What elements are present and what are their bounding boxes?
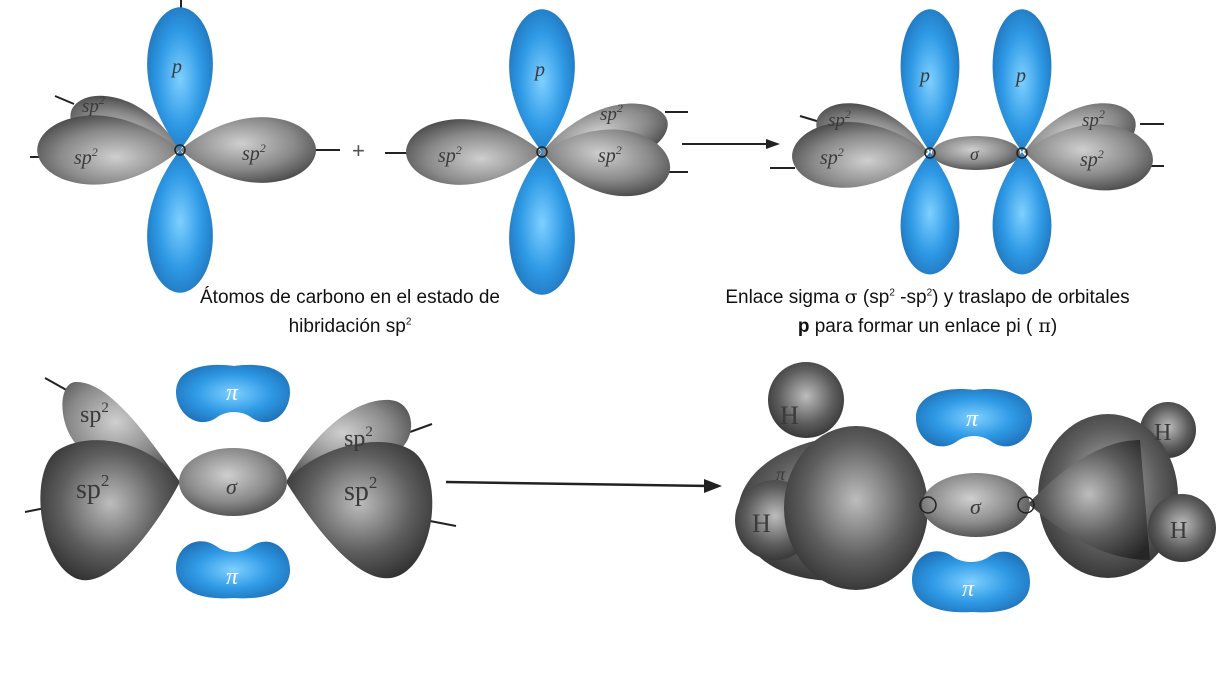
p-label: p xyxy=(533,59,545,81)
pi-orbital-bottom xyxy=(176,541,290,599)
sp2-label: sp2 xyxy=(598,143,622,167)
sp2-label: sp2 xyxy=(828,107,851,131)
sp2-label: sp2 xyxy=(82,93,105,117)
caption-line: Átomos de carbono en el estado de xyxy=(200,287,500,308)
hydrogen-label: H xyxy=(1170,518,1187,544)
p-label: p xyxy=(1014,65,1026,87)
pi-orbital-bottom xyxy=(912,551,1030,613)
sp2-label: sp2 xyxy=(242,141,266,165)
p-orbital-lobe xyxy=(147,150,213,293)
ethylene-molecule: π π σ π H H H H xyxy=(735,362,1216,613)
sp2-lobe xyxy=(286,441,433,579)
reaction-arrow-top xyxy=(682,139,780,149)
hydrogen-label: H xyxy=(752,509,771,538)
sp2-lobe xyxy=(406,119,542,185)
sp2-label: sp2 xyxy=(438,143,462,167)
caption-line: hibridación sp2 xyxy=(288,316,412,337)
carbon-atom-2: p sp2 sp2 sp2 xyxy=(385,9,688,295)
pi-label: π xyxy=(962,576,975,602)
pi-label: π xyxy=(226,380,239,406)
sigma-bond-formation: p p σ sp2 sp2 sp2 sp2 xyxy=(770,9,1164,275)
p-label: p xyxy=(170,56,182,78)
plus-sign: + xyxy=(352,138,365,163)
pi-label: π xyxy=(226,564,239,590)
pi-orbital-top xyxy=(916,389,1032,447)
caption-sigma-pi: Enlace sigma σ (sp2 -sp2) y traslapo de … xyxy=(640,283,1215,341)
caption-line: p para formar un enlace pi ( π) xyxy=(797,315,1058,337)
sp2-label: sp2 xyxy=(1080,147,1104,171)
sp2-label: sp2 xyxy=(74,145,98,169)
pi-label: π xyxy=(776,464,786,484)
sp2-label: sp2 xyxy=(820,145,844,169)
sp2-label: sp2 xyxy=(1082,107,1105,131)
sp2-lobe xyxy=(40,440,181,581)
caption-line: Enlace sigma σ (sp2 -sp2) y traslapo de … xyxy=(725,286,1130,308)
pi-label: π xyxy=(966,406,979,432)
sp2-label: sp2 xyxy=(344,424,373,452)
caption-hybridization: Átomos de carbono en el estado de hibrid… xyxy=(130,283,570,341)
sigma-label: σ xyxy=(970,494,982,519)
sigma-label: σ xyxy=(226,474,238,499)
hydrogen-label: H xyxy=(780,401,799,430)
sigma-label: σ xyxy=(970,144,980,164)
carbon-atom-1: p sp2 sp2 sp2 xyxy=(30,0,340,293)
p-orbital-lobe xyxy=(900,152,960,275)
reaction-arrow-bottom xyxy=(445,479,722,493)
pi-orbital-top xyxy=(176,364,290,423)
sp2-label: sp2 xyxy=(80,400,109,428)
p-label: p xyxy=(918,65,930,87)
sp2-label: sp2 xyxy=(600,101,623,125)
pi-bond-formation: π π σ sp2 sp2 sp2 sp2 xyxy=(24,364,457,599)
hydrogen-label: H xyxy=(1154,420,1171,446)
p-orbital-lobe xyxy=(992,152,1052,275)
sp2-label: sp2 xyxy=(344,473,377,507)
sp2-label: sp2 xyxy=(76,471,109,505)
